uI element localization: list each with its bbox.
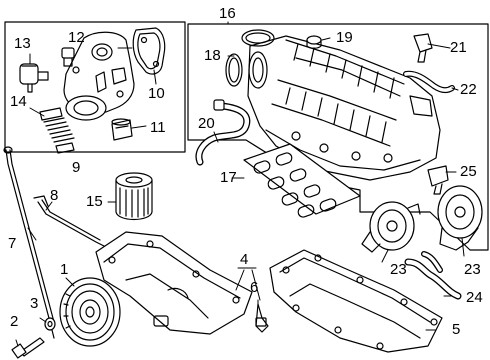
callout-2: 2: [10, 313, 19, 330]
leader-lines: [15, 21, 465, 347]
bypass-valve-spring: [39, 107, 75, 154]
callout-17: 17: [220, 169, 237, 186]
callout-5: 5: [452, 321, 461, 338]
dipstick-tube: [33, 195, 109, 249]
oil-pressure-switch: [19, 63, 49, 93]
lower-oil-pan: [269, 249, 443, 353]
callout-6: 6: [250, 279, 259, 296]
filter-stud: [111, 118, 133, 141]
callout-19: 19: [336, 29, 353, 46]
intake-manifold: [247, 35, 441, 181]
drain-plug: [255, 303, 269, 333]
intake-manifold-gaskets: [243, 143, 361, 218]
callout-7: 7: [8, 235, 17, 252]
vacuum-hose: [195, 99, 251, 166]
oil-filter-adapter-group-box: [4, 21, 186, 153]
intake-manifold-group-box: [187, 23, 489, 251]
callout-14: 14: [10, 93, 27, 110]
upper-oil-pan: [95, 231, 253, 335]
callout-11: 11: [150, 119, 166, 136]
callout-22: 22: [460, 81, 477, 98]
oil-filter-adapter-housing: [63, 31, 135, 121]
callout-3: 3: [30, 295, 39, 312]
throttle-body-seals: [225, 29, 275, 87]
adapter-gasket: [132, 27, 166, 75]
throttle-body-right: [437, 185, 483, 251]
pcv-hose: [403, 70, 455, 94]
coolant-hose: [404, 251, 462, 300]
oil-temp-sensor: [61, 47, 75, 67]
crankshaft-pulley: [59, 277, 121, 347]
callout-12: 12: [68, 29, 85, 46]
callout-25: 25: [460, 163, 477, 180]
callout-23-right: 23: [464, 261, 481, 278]
crankshaft-bolt: [11, 337, 45, 359]
callout-24: 24: [466, 289, 483, 306]
callout-20: 20: [198, 115, 215, 132]
intake-air-temp-sensor: [427, 165, 449, 195]
callout-13: 13: [14, 35, 31, 52]
callout-21: 21: [450, 39, 467, 56]
map-sensor: [413, 33, 433, 63]
callout-9: 9: [72, 159, 81, 176]
callout-1: 1: [60, 261, 69, 278]
callout-15: 15: [86, 193, 103, 210]
callout-10: 10: [148, 85, 165, 102]
oil-filter: [115, 172, 153, 221]
manifold-cap: [306, 35, 322, 49]
callout-23-left: 23: [390, 261, 407, 278]
throttle-body-left: [361, 201, 421, 253]
crankshaft-washer: [44, 317, 56, 331]
callout-16: 16: [219, 5, 236, 22]
callout-4: 4: [240, 251, 249, 268]
callout-18: 18: [204, 47, 221, 64]
callout-8: 8: [50, 187, 59, 204]
